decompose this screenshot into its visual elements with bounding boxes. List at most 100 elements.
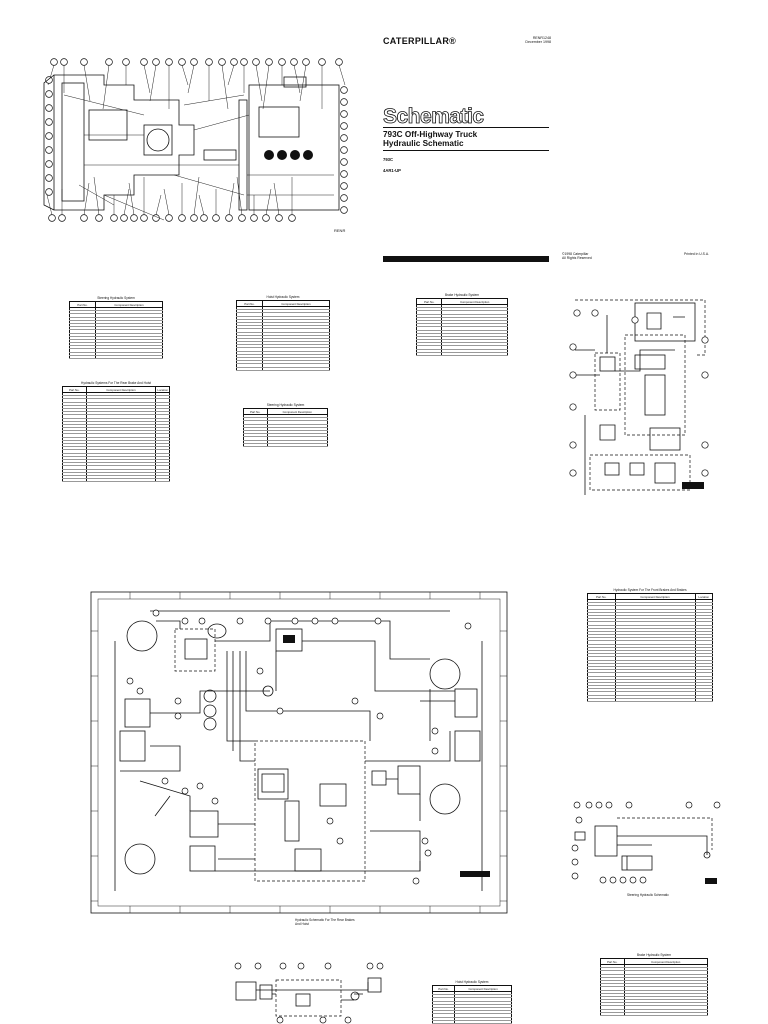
callout-bubble — [591, 309, 599, 317]
table-cell — [155, 443, 170, 448]
table-row — [68, 345, 163, 350]
table-cell — [68, 342, 97, 347]
callout-bubble — [318, 58, 326, 66]
table-cell — [68, 348, 97, 353]
table-cell — [85, 469, 157, 473]
table-row — [587, 644, 713, 648]
table-cell — [614, 660, 696, 664]
table-cell — [85, 446, 157, 451]
table-cell — [623, 964, 709, 969]
table-cell — [694, 644, 713, 648]
callout-bubble — [326, 817, 334, 825]
table-cell — [694, 599, 713, 604]
table-cell — [614, 640, 696, 645]
steering-schematic-caption: Steering Hydraulic Schematic — [627, 893, 669, 897]
table-cell — [85, 427, 157, 432]
callout-bubble — [366, 962, 374, 970]
table-row — [415, 345, 508, 350]
callout-bubble — [340, 98, 348, 106]
table-row — [243, 430, 329, 435]
callout-bubble — [701, 336, 709, 344]
table-cell — [95, 326, 163, 331]
copyright-line-1: ©1998 Caterpillar — [562, 252, 589, 256]
table-cell — [441, 352, 508, 357]
leader-line — [265, 188, 272, 216]
table-cell — [262, 344, 330, 349]
table-row — [62, 418, 170, 422]
table-header: Component Description — [85, 386, 157, 393]
table-caption: Hydraulic System For The Front Brakes An… — [613, 588, 687, 592]
table-row — [415, 314, 508, 318]
table-header: Component Description — [623, 958, 709, 965]
callout-bubble — [344, 1016, 352, 1024]
table-cell — [85, 453, 157, 457]
brake-components-table-2: Brake Hydraulic System Part No. Componen… — [600, 953, 709, 1017]
table-row — [431, 994, 512, 999]
table-cell — [155, 469, 170, 473]
callout-bubble — [619, 876, 627, 884]
table-row — [600, 1005, 709, 1010]
table-cell — [155, 475, 170, 480]
callout-bubble — [240, 58, 248, 66]
callout-bubble — [569, 343, 577, 351]
table-cell — [600, 1012, 625, 1017]
callout-bubble — [265, 58, 273, 66]
callout-bubble — [212, 214, 220, 222]
table-cell — [235, 341, 264, 346]
table-cell — [614, 644, 696, 648]
table-cell — [614, 669, 696, 674]
table-row — [600, 980, 709, 985]
table-cell — [266, 420, 329, 425]
table-row — [68, 307, 163, 312]
callout-bubble — [58, 214, 66, 222]
table-cell — [694, 656, 713, 661]
table-cell — [614, 672, 696, 677]
table-row — [62, 395, 170, 400]
callout-bubble — [340, 194, 348, 202]
leader-line — [155, 194, 162, 216]
table-header: Location — [155, 386, 170, 393]
table-cell — [614, 688, 696, 693]
table-row — [235, 319, 330, 323]
callout-bubble — [95, 214, 103, 222]
table-cell — [454, 1020, 512, 1024]
table-row — [243, 440, 329, 444]
table-row — [587, 676, 713, 680]
table-row — [587, 647, 713, 652]
table-cell — [694, 691, 713, 696]
callout-bubble — [625, 801, 633, 809]
callout-bubble — [573, 801, 581, 809]
table-cell — [454, 1004, 512, 1008]
table-cell — [614, 656, 696, 661]
table-row — [600, 999, 709, 1004]
table-cell — [85, 475, 157, 480]
callout-bubble — [45, 90, 53, 98]
leader-line — [46, 194, 53, 216]
leader-line — [123, 188, 130, 216]
hoist-components-table-2: Hoist Hydraulic System Part No. Componen… — [431, 980, 512, 1024]
callout-bubble — [412, 877, 420, 885]
table-cell — [614, 621, 696, 626]
table-cell — [623, 999, 709, 1004]
callout-bubble — [276, 1016, 284, 1024]
document-date: December 1998 — [525, 40, 551, 45]
table-cell — [262, 335, 330, 339]
table-cell — [85, 443, 157, 448]
table-cell — [623, 1005, 709, 1010]
table-cell — [155, 478, 170, 483]
callout-bubble — [105, 58, 113, 66]
table-header: Location — [694, 593, 713, 600]
table-cell — [95, 313, 163, 318]
table-cell — [415, 307, 443, 312]
table-row — [235, 309, 330, 314]
table-cell — [68, 310, 97, 315]
leader-line — [198, 194, 205, 216]
table-cell — [614, 685, 696, 690]
table-cell — [415, 349, 443, 353]
leader-line — [293, 64, 301, 94]
callout-bubble — [174, 697, 182, 705]
table-row — [415, 326, 508, 331]
table-cell — [694, 685, 713, 690]
table-row — [235, 357, 330, 362]
table-cell — [95, 317, 163, 321]
